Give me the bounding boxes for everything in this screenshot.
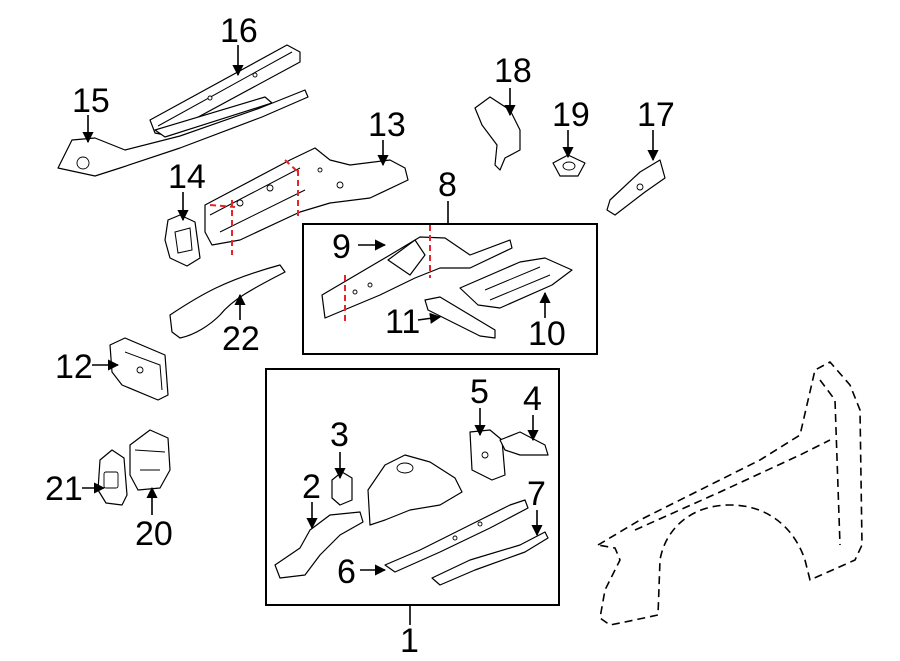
callout-17: 17 [637,96,675,134]
part-5-brace [469,429,506,481]
callout-3: 3 [330,416,349,454]
callout-13: 13 [368,106,406,144]
arrow-11 [417,312,442,324]
part-19-cap [552,154,586,177]
part-7-rail [431,531,549,586]
part-12-mount-bracket [109,337,169,401]
part-17-bracket [606,159,666,216]
group-box-1 [265,368,560,606]
part-11-crossmember [424,296,496,339]
callout-14: 14 [168,158,206,196]
part-10-floor-pan [459,257,573,309]
part-15-lower-rail [57,89,309,177]
part-22-wheelhouse-panel [169,264,286,339]
callout-18: 18 [494,52,532,90]
callout-6: 6 [337,553,356,591]
callout-7: 7 [527,475,546,513]
callout-10: 10 [528,315,566,353]
callout-15: 15 [72,82,110,120]
group-box-8 [302,223,598,355]
callout-4: 4 [523,380,542,418]
part-16-upper-rail [149,44,301,138]
part-21-plate [97,449,128,506]
callout-2: 2 [302,468,321,506]
part-13-frame-rail [204,147,409,255]
callout-16: 16 [220,12,258,50]
part-20-box-bracket [129,429,171,491]
part-3-clip [331,471,353,506]
part-9-rail-section [321,225,513,325]
callout-5: 5 [470,373,489,411]
callout-20: 20 [135,515,173,553]
part-2-bracket [274,511,364,579]
fender-outline [597,361,863,626]
part-6-rail [384,499,529,573]
callout-12: 12 [55,348,93,386]
callout-8: 8 [438,166,457,204]
part-18-tower [474,96,521,171]
part-apron-panel [367,454,463,526]
callout-1: 1 [400,622,419,660]
callout-11: 11 [385,303,420,341]
callout-22: 22 [222,320,260,358]
callout-9: 9 [332,228,351,266]
part-4-bracket [499,431,549,456]
callout-21: 21 [45,470,83,508]
part-14-bracket [164,214,201,267]
callout-19: 19 [552,96,590,134]
